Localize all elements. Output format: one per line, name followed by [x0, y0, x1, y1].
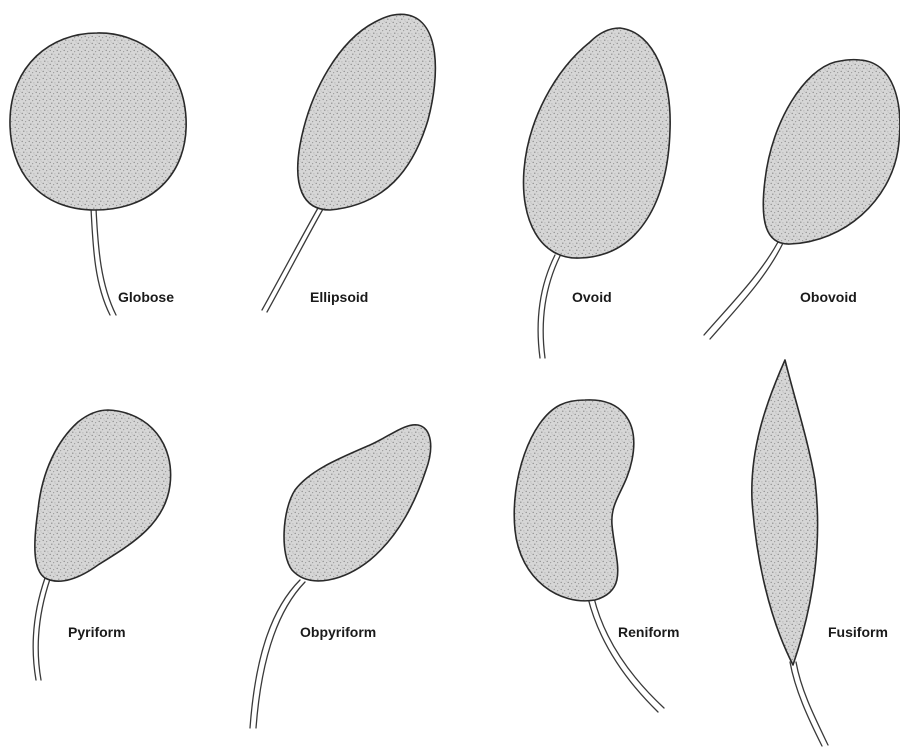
ovoid-figure: Ovoid	[523, 28, 670, 358]
reniform-spore	[514, 400, 634, 601]
reniform-figure: Reniform	[514, 400, 679, 712]
reniform-stalk-inner	[594, 598, 664, 708]
fusiform-spore	[752, 360, 818, 665]
obovoid-stalk-inner	[710, 243, 783, 339]
ellipsoid-label: Ellipsoid	[310, 289, 368, 305]
obpyriform-stalk-inner	[256, 582, 305, 728]
ovoid-stalk-inner	[543, 256, 560, 358]
obpyriform-spore	[284, 425, 431, 581]
pyriform-figure: Pyriform	[33, 410, 170, 680]
globose-stalk-inner	[96, 208, 116, 315]
obovoid-label: Obovoid	[800, 289, 857, 305]
obovoid-stalk	[704, 242, 778, 335]
pyriform-spore	[35, 410, 171, 581]
obovoid-figure: Obovoid	[704, 60, 900, 339]
ellipsoid-figure: Ellipsoid	[262, 14, 435, 312]
fusiform-figure: Fusiform	[752, 360, 888, 746]
reniform-stalk	[588, 598, 658, 712]
obpyriform-figure: Obpyriform	[250, 425, 431, 728]
globose-spore	[10, 33, 186, 210]
pyriform-label: Pyriform	[68, 624, 126, 640]
ovoid-label: Ovoid	[572, 289, 612, 305]
fusiform-label: Fusiform	[828, 624, 888, 640]
ovoid-stalk	[538, 255, 555, 358]
reniform-label: Reniform	[618, 624, 679, 640]
fusiform-stalk-inner	[796, 662, 828, 745]
obpyriform-label: Obpyriform	[300, 624, 376, 640]
globose-label: Globose	[118, 289, 174, 305]
obovoid-spore	[763, 60, 900, 244]
fusiform-stalk	[790, 662, 822, 746]
ellipsoid-spore	[298, 14, 436, 210]
ovoid-spore	[523, 28, 670, 258]
globose-figure: Globose	[10, 33, 186, 315]
